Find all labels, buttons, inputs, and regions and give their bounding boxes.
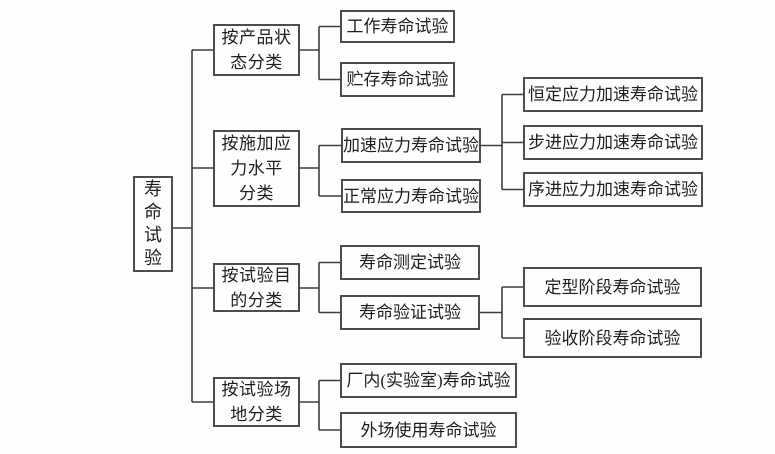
node-progressive-stress-accelerated-test: 序进应力加速寿命试验 <box>523 172 703 207</box>
node-acceptance-stage-life-test: 验收阶段寿命试验 <box>523 318 702 358</box>
node-storage-life-test: 贮存寿命试验 <box>340 62 455 97</box>
category-by-test-purpose: 按试验目 的分类 <box>213 263 300 312</box>
root-node: 寿命试验 <box>133 176 173 272</box>
category-by-product-state: 按产品状 态分类 <box>213 24 300 76</box>
node-accelerated-stress-life-test: 加速应力寿命试验 <box>341 128 481 163</box>
node-constant-stress-accelerated-test: 恒定应力加速寿命试验 <box>523 77 703 112</box>
node-qualification-stage-life-test: 定型阶段寿命试验 <box>523 267 702 307</box>
root-node-label: 寿命试验 <box>144 179 162 268</box>
node-normal-stress-life-test: 正常应力寿命试验 <box>341 179 481 213</box>
node-life-measurement-test: 寿命测定试验 <box>340 245 480 280</box>
node-life-verification-test: 寿命验证试验 <box>340 295 480 330</box>
node-in-plant-lab-life-test: 厂内(实验室)寿命试验 <box>340 363 517 398</box>
node-working-life-test: 工作寿命试验 <box>340 10 455 43</box>
node-step-stress-accelerated-test: 步进应力加速寿命试验 <box>523 125 703 160</box>
category-by-stress-level: 按施加应 力水平 分类 <box>213 130 300 207</box>
category-by-test-site: 按试验场 地分类 <box>213 377 300 427</box>
node-field-use-life-test: 外场使用寿命试验 <box>340 412 517 448</box>
